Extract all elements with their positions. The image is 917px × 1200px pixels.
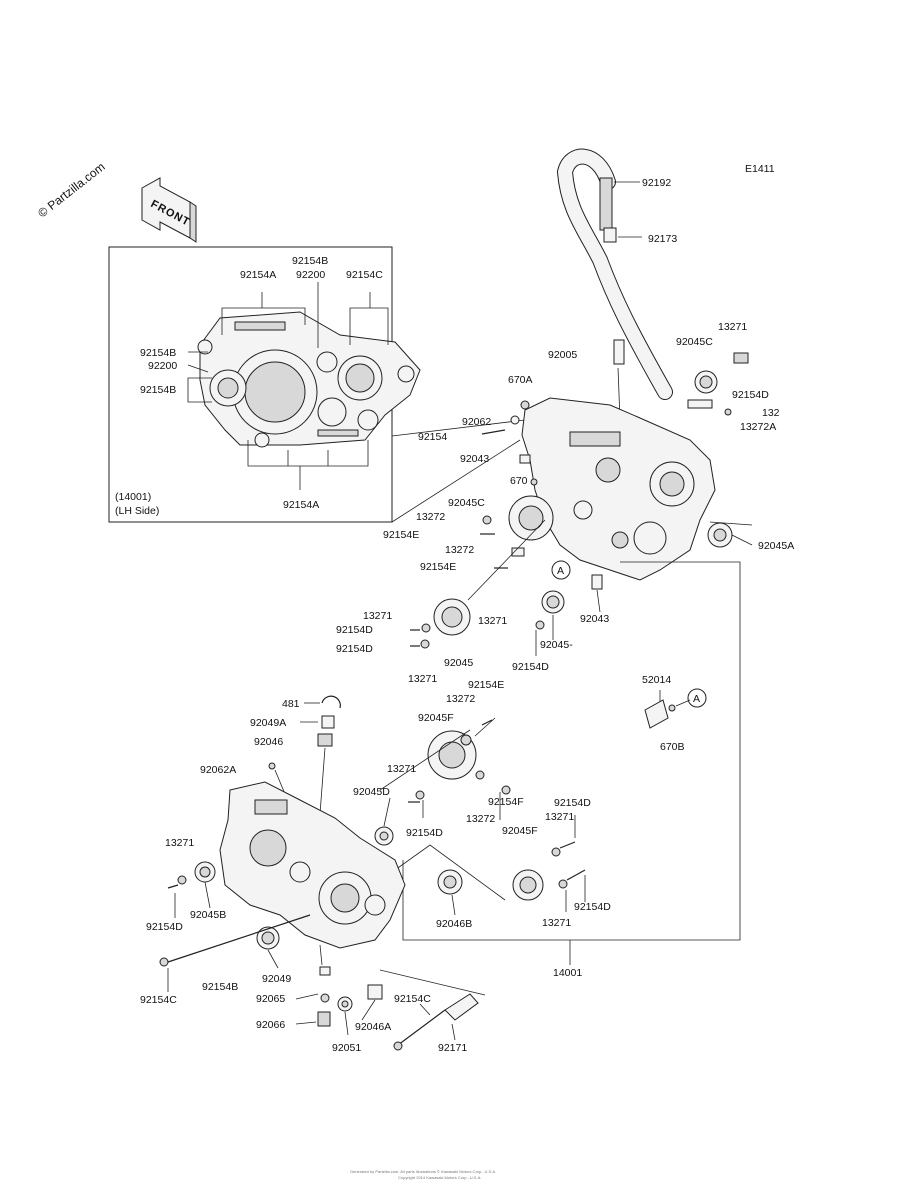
callout-92154B: 92154B bbox=[292, 255, 328, 267]
callout-92045-: 92045- bbox=[540, 639, 573, 651]
callout-92154B: 92154B bbox=[202, 981, 238, 993]
lower-bearing-cluster bbox=[374, 717, 511, 901]
callout-13272: 13272 bbox=[445, 544, 474, 556]
callout-92043: 92043 bbox=[460, 453, 489, 465]
callout-13271: 13271 bbox=[165, 837, 194, 849]
footer-line-1: Generated by Partzilla.com. All parts il… bbox=[350, 1169, 496, 1174]
callout-92154D: 92154D bbox=[512, 661, 549, 673]
callout-92192: 92192 bbox=[642, 177, 671, 189]
left-small-parts bbox=[268, 695, 341, 841]
callout-92154D: 92154D bbox=[336, 624, 373, 636]
callout-13272A: 13272A bbox=[740, 421, 776, 433]
callout-92154: 92154 bbox=[418, 431, 447, 443]
callout-92154B: 92154B bbox=[140, 347, 176, 359]
callout-92154D: 92154D bbox=[732, 389, 769, 401]
callout-92051: 92051 bbox=[332, 1042, 361, 1054]
callout-14001: 14001 bbox=[553, 967, 582, 979]
callout-13271: 13271 bbox=[718, 321, 747, 333]
callout-670: 670 bbox=[510, 475, 528, 487]
callout-92005: 92005 bbox=[548, 349, 577, 361]
callout-92045A: 92045A bbox=[758, 540, 794, 552]
callout-13272: 13272 bbox=[416, 511, 445, 523]
right-side-hardware bbox=[402, 352, 753, 941]
callout-13271: 13271 bbox=[542, 917, 571, 929]
callout-670B: 670B bbox=[660, 741, 685, 753]
footer-line-2: Copyright 2014 Kawasaki Motors Corp., U.… bbox=[398, 1175, 481, 1180]
callout-92173: 92173 bbox=[648, 233, 677, 245]
breather-hose bbox=[556, 148, 673, 421]
callout-13271: 13271 bbox=[478, 615, 507, 627]
callout-92043: 92043 bbox=[580, 613, 609, 625]
callout-92154B: 92154B bbox=[140, 384, 176, 396]
inset-caption-2: (LH Side) bbox=[115, 505, 159, 517]
callout-132: 132 bbox=[762, 407, 780, 419]
callout-92154A: 92154A bbox=[240, 269, 276, 281]
callout-92066: 92066 bbox=[256, 1019, 285, 1031]
diagram-code: E1411 bbox=[745, 163, 775, 175]
callout-92154C: 92154C bbox=[140, 994, 177, 1006]
callout-13272: 13272 bbox=[466, 813, 495, 825]
callout-92200: 92200 bbox=[296, 269, 325, 281]
callout-92154E: 92154E bbox=[468, 679, 504, 691]
callout-13271: 13271 bbox=[408, 673, 437, 685]
callout-92154E: 92154E bbox=[383, 529, 419, 541]
callout-670A: 670A bbox=[508, 374, 533, 386]
bottom-small-parts bbox=[159, 944, 486, 1051]
callout-92045F: 92045F bbox=[502, 825, 538, 837]
circle-a-label: A bbox=[693, 693, 700, 705]
callout-92154D: 92154D bbox=[336, 643, 373, 655]
callout-92045B: 92045B bbox=[190, 909, 226, 921]
callout-92171: 92171 bbox=[438, 1042, 467, 1054]
callout-481: 481 bbox=[282, 698, 300, 710]
inset-caption-1: (14001) bbox=[115, 491, 151, 503]
left-side-hardware bbox=[167, 815, 586, 992]
left-crankcase bbox=[219, 781, 406, 949]
callout-92045D: 92045D bbox=[353, 786, 390, 798]
callout-92200: 92200 bbox=[148, 360, 177, 372]
callout-92045C: 92045C bbox=[448, 497, 485, 509]
callout-13271: 13271 bbox=[545, 811, 574, 823]
callout-92045F: 92045F bbox=[418, 712, 454, 724]
callout-92154D: 92154D bbox=[406, 827, 443, 839]
callout-92046: 92046 bbox=[254, 736, 283, 748]
callout-92154F: 92154F bbox=[488, 796, 524, 808]
inset-lh-side-view bbox=[108, 246, 526, 523]
callout-92045C: 92045C bbox=[676, 336, 713, 348]
callout-92154D: 92154D bbox=[554, 797, 591, 809]
callout-92062A: 92062A bbox=[200, 764, 236, 776]
front-arrow-icon: FRONT bbox=[141, 177, 197, 243]
callout-13272: 13272 bbox=[446, 693, 475, 705]
watermark-text: © Partzilla.com bbox=[35, 160, 107, 221]
callout-92154D: 92154D bbox=[146, 921, 183, 933]
callout-92154E: 92154E bbox=[420, 561, 456, 573]
callout-92046B: 92046B bbox=[436, 918, 472, 930]
mid-bearings bbox=[410, 590, 565, 656]
callout-13271: 13271 bbox=[363, 610, 392, 622]
callout-92154A: 92154A bbox=[283, 499, 319, 511]
callout-92045: 92045 bbox=[444, 657, 473, 669]
callout-92062: 92062 bbox=[462, 416, 491, 428]
callout-92154C: 92154C bbox=[394, 993, 431, 1005]
callout-92049A: 92049A bbox=[250, 717, 286, 729]
callout-92049: 92049 bbox=[262, 973, 291, 985]
callout-92065: 92065 bbox=[256, 993, 285, 1005]
callout-92154C: 92154C bbox=[346, 269, 383, 281]
callout-92154D: 92154D bbox=[574, 901, 611, 913]
callout-92046A: 92046A bbox=[355, 1021, 391, 1033]
callout-13271: 13271 bbox=[387, 763, 416, 775]
callout-52014: 52014 bbox=[642, 674, 671, 686]
circle-a-label: A bbox=[557, 565, 564, 577]
neutral-switch bbox=[644, 688, 707, 729]
right-crankcase bbox=[521, 397, 716, 581]
